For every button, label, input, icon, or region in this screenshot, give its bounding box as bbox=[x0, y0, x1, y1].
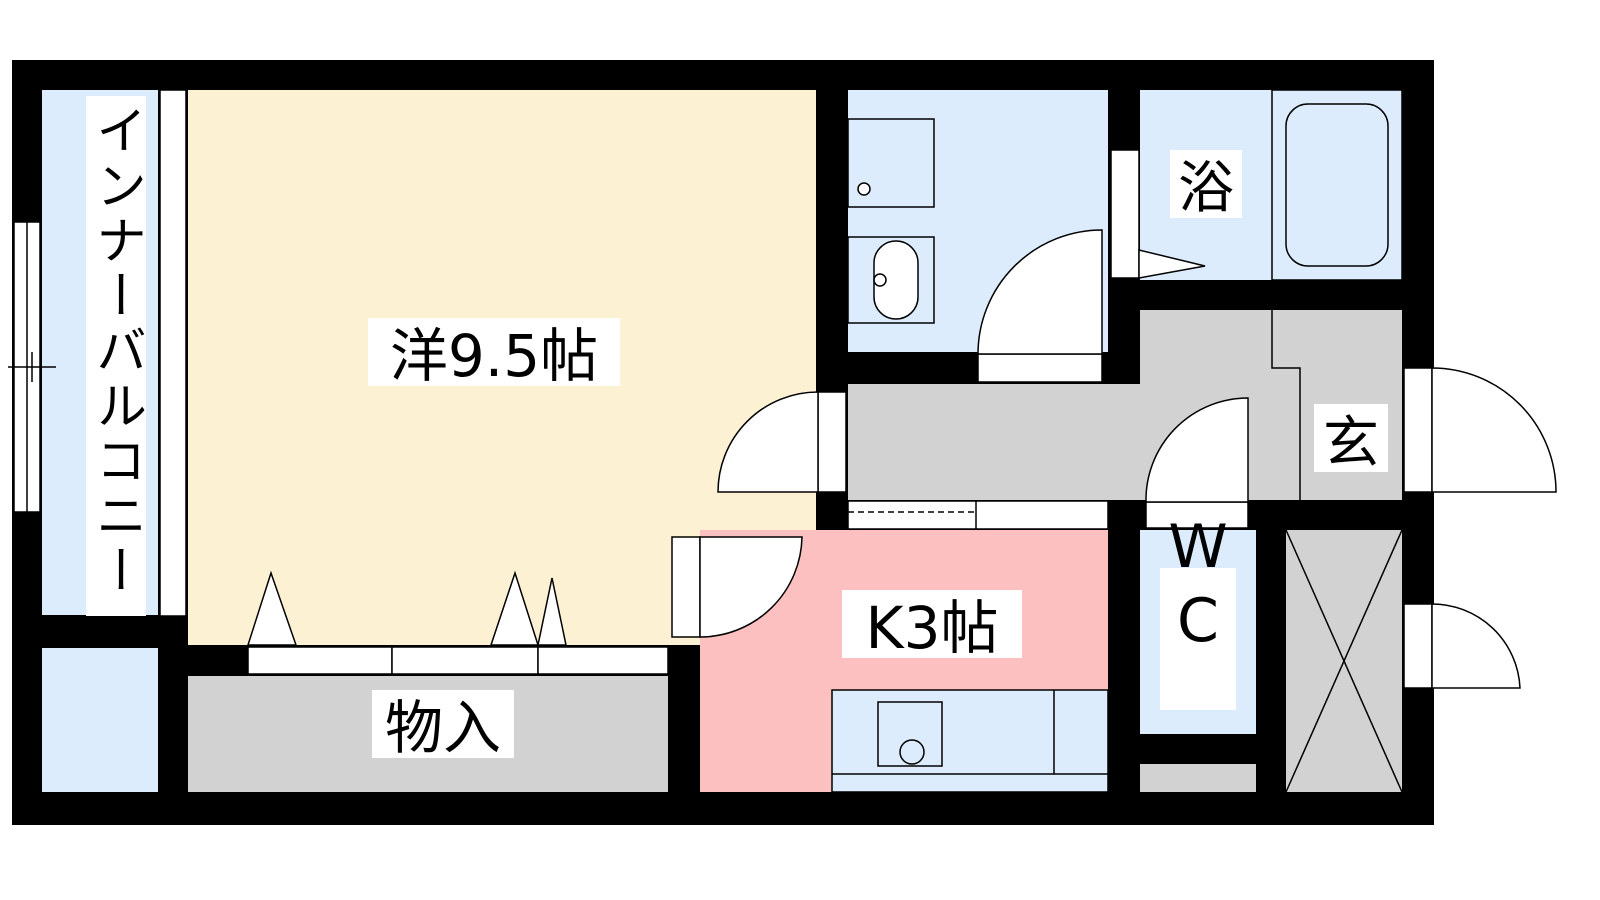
kitchen-room-label: K3帖 bbox=[866, 594, 999, 662]
storage-door-swing-1 bbox=[246, 570, 298, 646]
western-label-bg bbox=[368, 318, 620, 386]
storage-room-label: 物入 bbox=[385, 694, 501, 762]
entrance-label-bg bbox=[1314, 404, 1388, 472]
balcony-label-bg bbox=[86, 96, 146, 616]
closet-door-swing bbox=[1431, 603, 1521, 689]
kitchen-door-jamb bbox=[671, 536, 701, 638]
storage-door-3 bbox=[537, 646, 669, 675]
kitchen-label-bg bbox=[842, 590, 1022, 658]
front-door-swing bbox=[1431, 367, 1557, 493]
entrance-step-line bbox=[1271, 310, 1301, 500]
toilet-door-swing bbox=[1145, 397, 1249, 503]
western-door-jamb bbox=[817, 391, 847, 493]
storage-door-1 bbox=[247, 646, 393, 675]
bath-room-label: 浴 bbox=[1178, 156, 1234, 221]
toilet-door-jamb bbox=[1145, 501, 1249, 529]
washroom-door-jamb bbox=[977, 353, 1103, 383]
kitchen-counter bbox=[831, 689, 1109, 793]
toilet-room-label: WC bbox=[1163, 512, 1233, 660]
bath-label-bg bbox=[1170, 150, 1242, 218]
western-door-swing bbox=[717, 391, 819, 493]
closet-cross-2 bbox=[1285, 529, 1403, 793]
storage-door-swing-3 bbox=[537, 577, 567, 646]
vanity-drain bbox=[873, 273, 887, 287]
toilet-label-bg bbox=[1160, 568, 1236, 710]
balcony-room-label: インナーバルコニー bbox=[87, 104, 146, 599]
balcony-lower-floor bbox=[42, 648, 158, 792]
balcony-sliding-door bbox=[159, 89, 187, 617]
bathtub-basin bbox=[1285, 103, 1389, 267]
storage-door-swing-2 bbox=[489, 570, 540, 646]
storage-door-2 bbox=[391, 646, 539, 675]
hall-kitchen-partition bbox=[847, 500, 1109, 530]
washroom-door-swing bbox=[977, 229, 1103, 355]
kitchen-sink-drain bbox=[899, 739, 925, 765]
closet-door-jamb bbox=[1403, 603, 1433, 689]
bath-door-fold bbox=[1138, 249, 1206, 279]
toilet-lower-floor bbox=[1140, 764, 1256, 792]
kitchen-door-swing bbox=[699, 536, 803, 638]
entrance-room-label: 玄 bbox=[1323, 411, 1379, 476]
washing-machine-drain bbox=[857, 182, 871, 196]
bath-door-jamb bbox=[1110, 149, 1140, 279]
western-room-label: 洋9.5帖 bbox=[390, 322, 598, 390]
storage-label-bg bbox=[372, 690, 514, 758]
front-door-jamb bbox=[1403, 367, 1433, 493]
